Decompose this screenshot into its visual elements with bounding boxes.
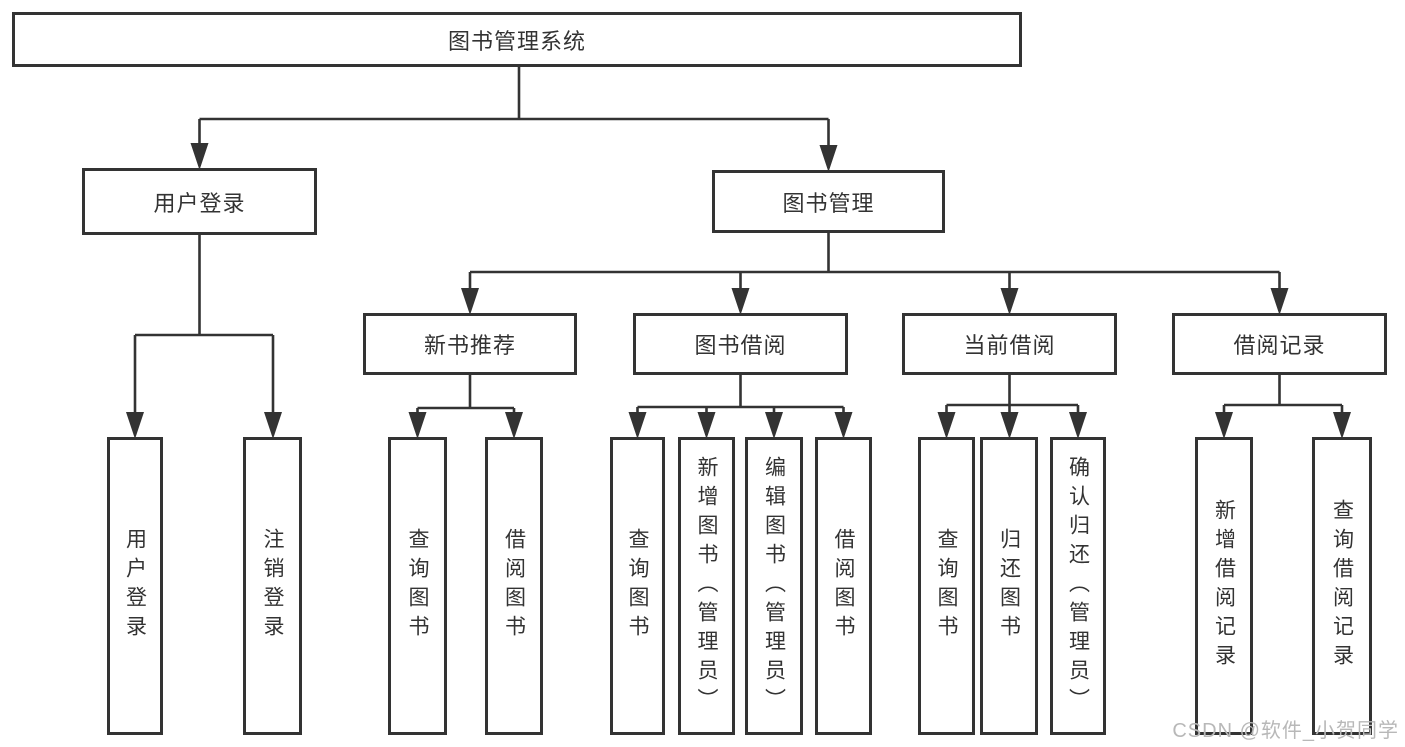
node-label: 借阅记录 [1233, 333, 1326, 358]
node-library-management-system: 图书管理系统 [12, 12, 1022, 67]
node-borrowing-records: 借阅记录 [1172, 313, 1387, 375]
leaf-label: 归还图书 [997, 528, 1021, 644]
leaf-label: 查询图书 [935, 528, 958, 644]
leaf-borrow-books: 借阅图书 [815, 437, 872, 735]
node-user-login-branch: 用户登录 [82, 168, 317, 235]
leaf-label: 借阅图书 [832, 528, 855, 644]
leaf-query-books-recommend: 查询图书 [388, 437, 447, 735]
leaf-query-books-borrow: 查询图书 [610, 437, 665, 735]
leaf-label: 用户登录 [123, 528, 147, 644]
leaf-user-login: 用户登录 [107, 437, 163, 735]
leaf-query-borrow-record: 查询借阅记录 [1312, 437, 1372, 735]
leaf-add-borrow-record: 新增借阅记录 [1195, 437, 1253, 735]
leaf-label: 查询图书 [626, 528, 649, 644]
leaf-borrow-books-recommend: 借阅图书 [485, 437, 543, 735]
node-new-book-recommendation: 新书推荐 [363, 313, 577, 375]
node-label: 图书借阅 [694, 333, 787, 358]
node-book-management-branch: 图书管理 [712, 170, 945, 233]
leaf-label: 编辑图书（管理员） [762, 455, 786, 717]
leaf-label: 查询图书 [406, 528, 429, 644]
tree-edges [133, 67, 1344, 435]
leaf-confirm-return-admin: 确认归还（管理员） [1050, 437, 1106, 735]
leaf-label: 新增图书（管理员） [695, 455, 718, 717]
leaf-label: 新增借阅记录 [1212, 499, 1236, 673]
node-label: 当前借阅 [963, 333, 1056, 358]
leaf-return-books: 归还图书 [980, 437, 1038, 735]
leaf-label: 注销登录 [261, 528, 284, 644]
leaf-logout: 注销登录 [243, 437, 302, 735]
leaf-label: 借阅图书 [502, 528, 526, 644]
node-label: 图书管理 [782, 190, 875, 216]
leaf-add-books-admin: 新增图书（管理员） [678, 437, 735, 735]
node-book-borrowing: 图书借阅 [633, 313, 848, 375]
leaf-label: 查询借阅记录 [1330, 499, 1354, 673]
node-current-borrowing: 当前借阅 [902, 313, 1117, 375]
leaf-edit-books-admin: 编辑图书（管理员） [745, 437, 803, 735]
leaf-label: 确认归还（管理员） [1066, 455, 1090, 717]
node-label: 新书推荐 [423, 333, 516, 358]
leaf-query-books-current: 查询图书 [918, 437, 975, 735]
node-label: 用户登录 [153, 190, 246, 216]
node-label: 图书管理系统 [447, 28, 586, 54]
csdn-watermark: CSDN @软件_小贺同学 [1172, 720, 1399, 742]
